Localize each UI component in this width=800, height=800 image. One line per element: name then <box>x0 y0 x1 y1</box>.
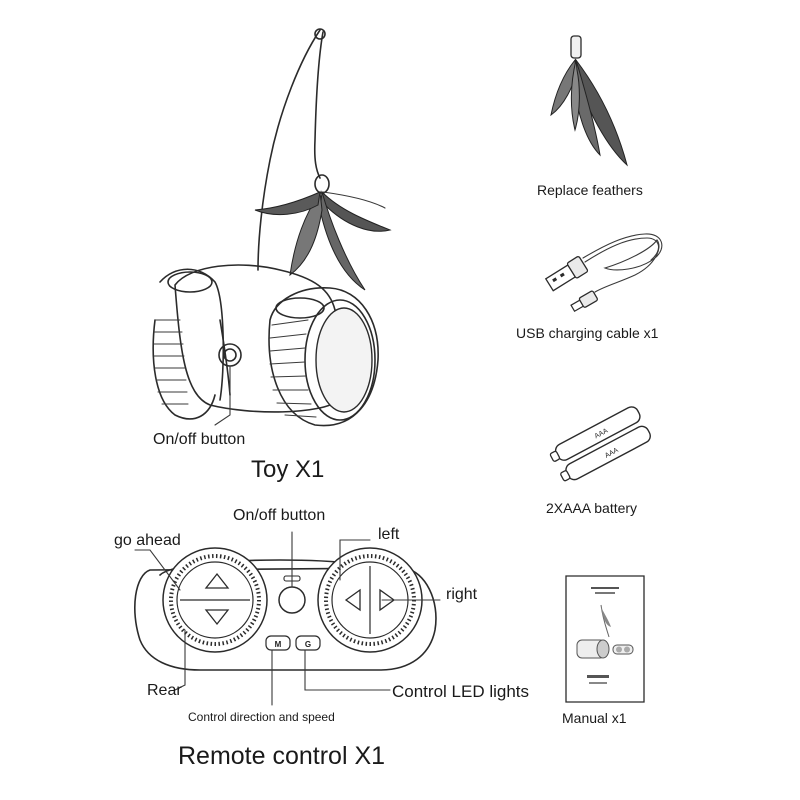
feathers-label: Replace feathers <box>537 182 643 198</box>
toy-robot-icon <box>130 20 390 440</box>
direction-label: Control direction and speed <box>188 710 335 724</box>
remote-title: Remote control X1 <box>178 742 386 770</box>
led-label: Control LED lights <box>392 682 530 701</box>
usb-label: USB charging cable x1 <box>516 325 659 341</box>
rear-label: Rear <box>147 682 182 699</box>
remote-button-m: M <box>275 640 282 649</box>
remote-control-icon: M G <box>120 530 450 720</box>
toy-onoff-label: On/off button <box>153 431 246 448</box>
usb-cable-icon <box>545 220 670 315</box>
remote-onoff-label: On/off button <box>233 507 326 524</box>
manual-label: Manual x1 <box>562 710 627 726</box>
go-ahead-label: go ahead <box>114 532 181 549</box>
manual-icon <box>565 575 645 705</box>
battery-label: 2XAAA battery <box>546 500 638 516</box>
remote-button-g: G <box>305 640 311 649</box>
battery-icon: AAA AAA <box>550 405 660 485</box>
toy-title: Toy X1 <box>251 456 325 483</box>
feathers-icon <box>545 30 635 180</box>
right-label: right <box>446 586 478 603</box>
left-label: left <box>378 526 400 543</box>
